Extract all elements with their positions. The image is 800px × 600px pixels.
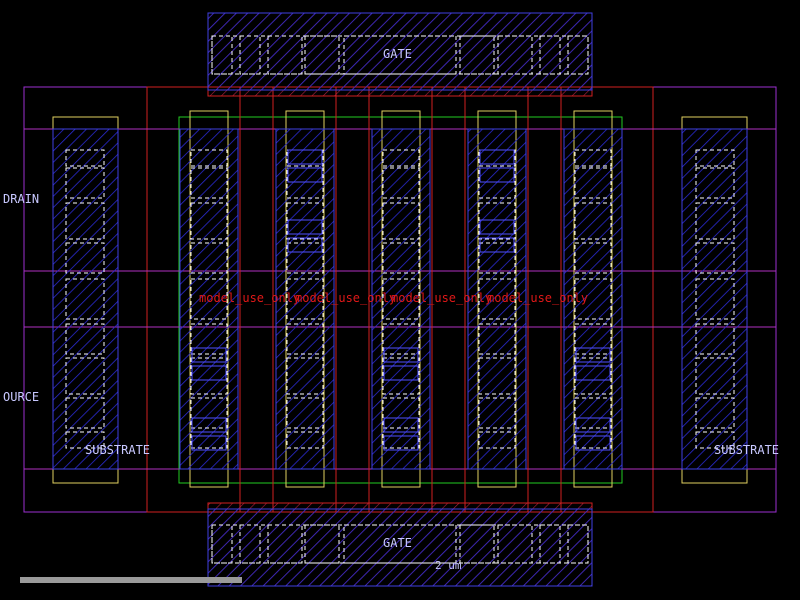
contact-cut	[286, 397, 324, 429]
contact-cut	[286, 278, 324, 320]
gate-bottom-label: GATE	[383, 536, 412, 550]
contact-cut	[190, 242, 228, 274]
via	[479, 219, 515, 235]
sd-column-metal	[467, 128, 527, 470]
via	[575, 435, 611, 451]
contact-cut	[190, 202, 228, 240]
contact-cut	[574, 397, 612, 429]
via	[575, 347, 611, 363]
via	[383, 365, 419, 381]
drain-label: DRAIN	[3, 192, 40, 206]
contact-cut	[382, 397, 420, 429]
contact-cut	[382, 167, 420, 199]
sd-contact-columns	[179, 110, 623, 488]
gate-top-bar	[207, 12, 593, 97]
model-label-1: model_use_only	[199, 291, 301, 305]
substrate-left-label: SUBSTRATE	[85, 443, 151, 457]
contact-cut	[286, 242, 324, 274]
contact-cut	[190, 357, 228, 395]
contact-cut	[190, 149, 228, 167]
via	[287, 219, 323, 235]
contact-cut	[574, 323, 612, 355]
via	[479, 167, 515, 183]
scale-bar	[20, 577, 242, 583]
via	[383, 417, 419, 433]
contact-cut	[574, 357, 612, 395]
contact-cut	[478, 357, 516, 395]
contact-cut	[286, 202, 324, 240]
contact-cut	[478, 397, 516, 429]
sd-column-metal	[563, 128, 623, 470]
via	[191, 417, 227, 433]
contact-cut	[574, 167, 612, 199]
contact-cut	[574, 242, 612, 274]
model-label-3: model_use_only	[391, 291, 493, 305]
contact-cut	[190, 278, 228, 320]
contact-cut	[574, 202, 612, 240]
contact-cut	[574, 278, 612, 320]
model-label-4: model_use_only	[487, 291, 589, 305]
via	[479, 149, 515, 165]
contact-cut	[478, 431, 516, 449]
contact-cut	[382, 202, 420, 240]
via	[383, 435, 419, 451]
substrate-right	[681, 116, 748, 484]
sd-column-metal	[371, 128, 431, 470]
contact-cut	[574, 149, 612, 167]
via	[287, 149, 323, 165]
poly-fingers	[239, 87, 562, 512]
sd-column-metal	[179, 128, 239, 470]
model-label-2: model_use_only	[295, 291, 397, 305]
via	[191, 365, 227, 381]
contact-cut	[382, 357, 420, 395]
via	[287, 237, 323, 253]
source-label: OURCE	[3, 390, 40, 404]
contact-cut	[478, 202, 516, 240]
contact-cut	[382, 278, 420, 320]
contact-cut	[478, 323, 516, 355]
contact-cut	[382, 242, 420, 274]
contact-cut	[478, 278, 516, 320]
via	[287, 167, 323, 183]
contact-cut	[382, 149, 420, 167]
via	[479, 237, 515, 253]
via	[191, 347, 227, 363]
contact-cut	[190, 397, 228, 429]
gate-top-label: GATE	[383, 47, 412, 61]
contact-cut	[382, 323, 420, 355]
contact-cut	[478, 242, 516, 274]
sd-column-metal	[275, 128, 335, 470]
contact-cut	[286, 431, 324, 449]
via	[575, 417, 611, 433]
contact-cut	[190, 323, 228, 355]
contact-cut	[286, 357, 324, 395]
via	[575, 365, 611, 381]
via	[191, 435, 227, 451]
substrate-left	[52, 116, 119, 484]
contact-cut	[190, 167, 228, 199]
contact-cut	[286, 323, 324, 355]
via	[383, 347, 419, 363]
gate-bottom-bar	[207, 502, 593, 587]
scale-label: 2 um	[435, 559, 462, 572]
substrate-right-label: SUBSTRATE	[714, 443, 780, 457]
